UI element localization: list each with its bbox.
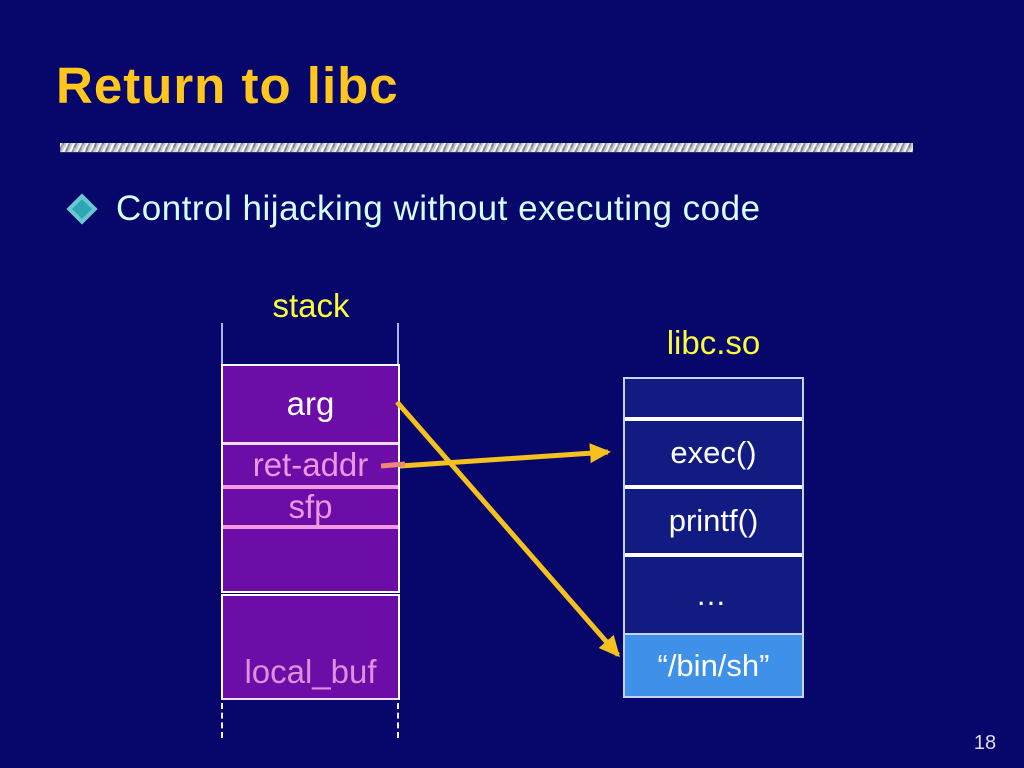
bullet-diamond-icon [66, 193, 98, 225]
title-divider [60, 143, 913, 153]
stack-frame: arg ret-addr sfp [221, 364, 400, 593]
libc-row-ellipsis: … [625, 557, 802, 635]
stack-row-empty [223, 529, 398, 591]
bullet-text: Control hijacking without executing code [116, 189, 761, 228]
libc-row-binsh: “/bin/sh” [625, 635, 802, 696]
arrow-arg-to-binsh [395, 400, 620, 658]
stack-row-sfp: sfp [223, 488, 398, 529]
stack-guide-line-right [397, 323, 399, 364]
stack-dashed-line-right [397, 703, 399, 738]
arrow-retaddr-to-exec [399, 443, 611, 469]
libc-row-printf: printf() [625, 489, 802, 557]
libc-frame: exec() printf() … “/bin/sh” [623, 377, 804, 698]
libc-label: libc.so [666, 324, 761, 361]
stack-guide-line-left [221, 323, 223, 364]
stack-local-buf-box: local_buf [221, 594, 400, 700]
libc-row-exec: exec() [625, 421, 802, 489]
stack-dashed-line-left [221, 703, 223, 738]
stack-label: stack [272, 287, 350, 324]
stack-row-arg: arg [223, 366, 398, 445]
slide-title: Return to libc [56, 57, 399, 114]
page-number: 18 [973, 732, 997, 754]
stack-row-ret-addr: ret-addr [223, 445, 398, 489]
libc-row-empty [625, 379, 802, 421]
